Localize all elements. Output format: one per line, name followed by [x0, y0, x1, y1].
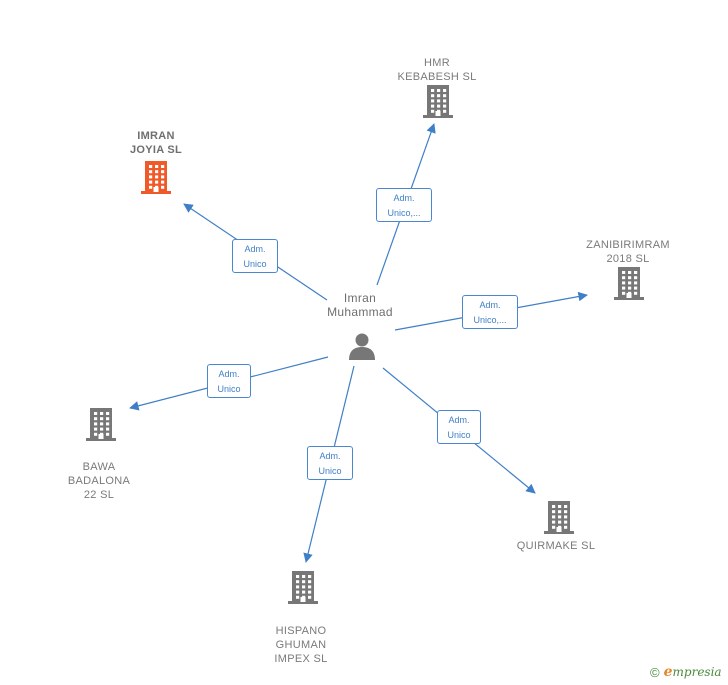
edge-label-zanibirimram[interactable]: Adm. Unico,... — [462, 295, 518, 329]
edge-label-hispano-ghuman[interactable]: Adm. Unico — [307, 446, 353, 480]
company-node-hispano-ghuman[interactable] — [288, 570, 318, 609]
person-icon — [349, 333, 375, 360]
company-node-zanibirimram[interactable] — [614, 266, 644, 305]
brand-initial: e — [663, 664, 673, 680]
building-icon — [423, 85, 453, 118]
copyright-icon: © — [650, 664, 660, 680]
building-icon — [86, 408, 116, 441]
building-icon — [141, 161, 171, 194]
brand-logo: © empresia — [650, 664, 722, 680]
company-node-bawa-badalona[interactable] — [86, 407, 116, 446]
building-icon — [288, 571, 318, 604]
center-person-label[interactable]: Imran Muhammad — [327, 291, 393, 319]
company-node-quirmake[interactable] — [544, 500, 574, 539]
company-label-hmr-kebabesh[interactable]: HMR KEBABESH SL — [397, 57, 477, 83]
edge-label-bawa-badalona[interactable]: Adm. Unico — [207, 364, 251, 398]
company-label-zanibirimram[interactable]: ZANIBIRIMRAM 2018 SL — [586, 239, 670, 265]
edge-label-imran-joyia[interactable]: Adm. Unico — [232, 239, 278, 273]
building-icon — [544, 501, 574, 534]
company-label-hispano-ghuman[interactable]: HISPANO GHUMAN IMPEX SL — [274, 625, 328, 665]
edge-label-quirmake[interactable]: Adm. Unico — [437, 410, 481, 444]
company-label-imran-joyia[interactable]: IMRAN JOYIA SL — [129, 130, 183, 156]
company-label-bawa-badalona[interactable]: BAWA BADALONA 22 SL — [67, 461, 131, 501]
company-node-imran-joyia[interactable] — [141, 160, 171, 199]
center-person[interactable] — [348, 332, 376, 365]
building-icon — [614, 267, 644, 300]
company-node-hmr-kebabesh[interactable] — [423, 84, 453, 123]
company-label-quirmake[interactable]: QUIRMAKE SL — [516, 540, 596, 552]
edge-label-hmr-kebabesh[interactable]: Adm. Unico,... — [376, 188, 432, 222]
brand-name: mpresia — [672, 665, 722, 679]
